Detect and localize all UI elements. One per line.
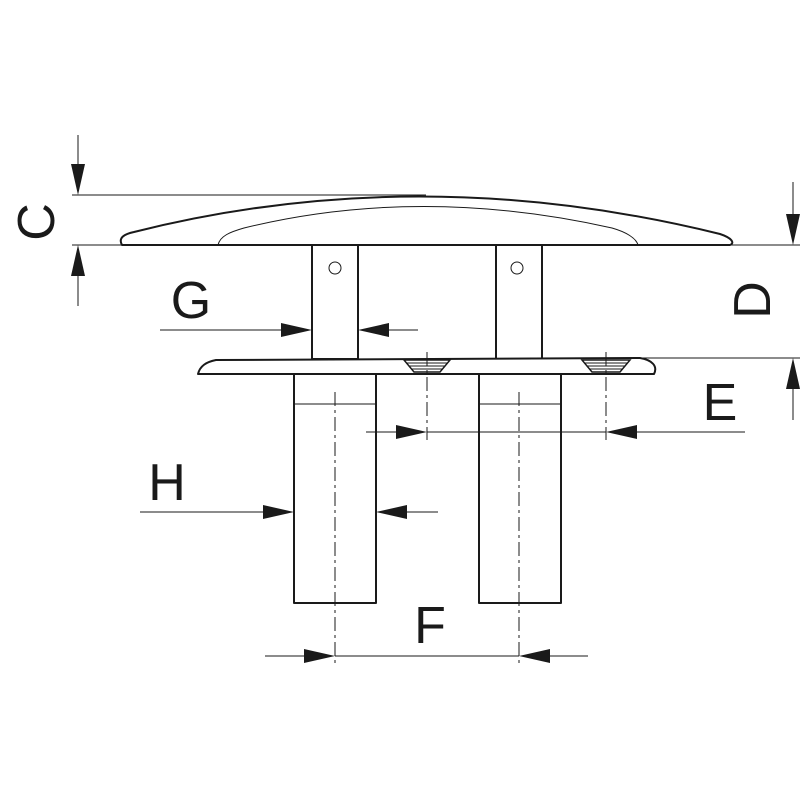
dimension-e: E xyxy=(366,374,745,439)
dim-c-arrow-top xyxy=(71,164,85,195)
dim-d-arrow-bottom xyxy=(786,358,800,389)
right-leg xyxy=(495,244,543,360)
right-stud xyxy=(478,373,562,604)
dim-e-label: E xyxy=(703,374,738,432)
dim-h-label: H xyxy=(148,454,186,512)
center-lines xyxy=(334,352,607,665)
dim-f-arrow-left xyxy=(304,649,335,663)
dim-g-arrow-right xyxy=(358,323,389,337)
right-leg-hole xyxy=(510,261,524,275)
dim-f-arrow-right xyxy=(519,649,550,663)
dim-e-arrow-right xyxy=(606,425,637,439)
dim-c-label: C xyxy=(8,203,66,241)
dim-c-arrow-bottom xyxy=(71,245,85,276)
cleat-head-inner-contour xyxy=(217,206,639,246)
dim-d-label: D xyxy=(724,281,782,319)
dimension-f: F xyxy=(265,597,588,663)
dimension-g: G xyxy=(160,272,418,337)
dim-g-arrow-left xyxy=(281,323,312,337)
dim-h-arrow-left xyxy=(263,505,294,519)
cleat-legs xyxy=(311,244,543,360)
dim-e-arrow-left xyxy=(396,425,427,439)
dim-h-arrow-right xyxy=(376,505,407,519)
dim-g-label: G xyxy=(171,272,211,330)
cleat-head xyxy=(119,195,734,246)
cleat-head-outer xyxy=(119,195,734,246)
left-leg-hole xyxy=(328,261,342,275)
dimension-c: C xyxy=(8,135,426,306)
dim-d-arrow-top xyxy=(786,214,800,245)
dim-f-label: F xyxy=(414,597,446,655)
dimension-d: D xyxy=(640,182,800,420)
dimension-h: H xyxy=(140,454,438,519)
